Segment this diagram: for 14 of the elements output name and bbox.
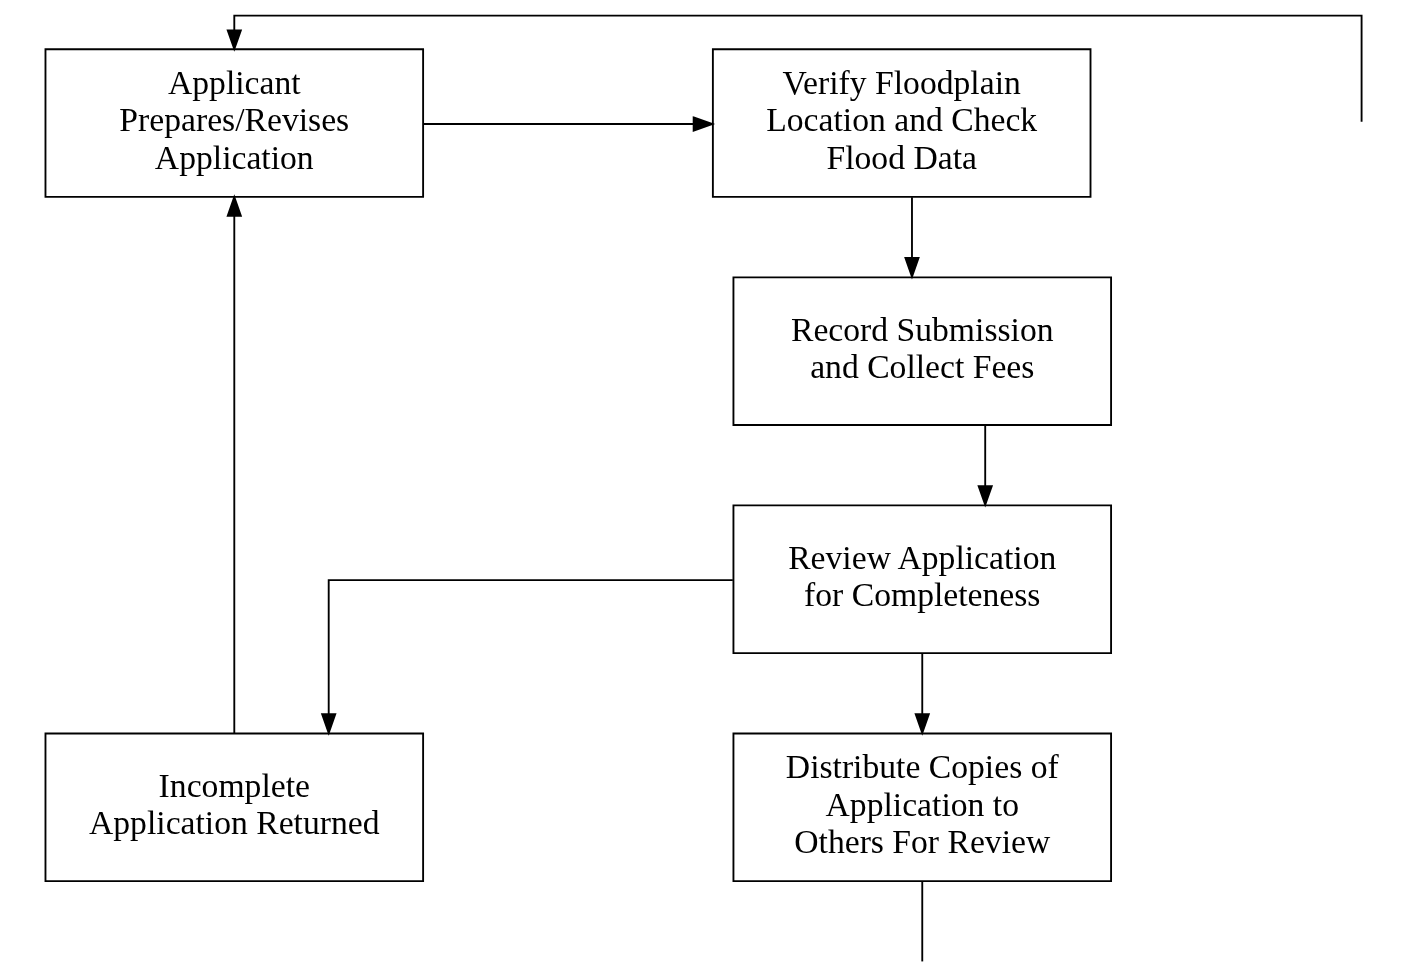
arrow [977, 424, 994, 508]
node-box: Verify Floodplain Location and Check Flood Data [711, 48, 1092, 198]
arrow [914, 652, 931, 736]
connector [921, 880, 924, 963]
arrow [320, 579, 734, 736]
node-box: Incomplete Application Returned [44, 732, 425, 883]
node-box: Distribute Copies of Application to Others For Review [732, 732, 1112, 883]
arrow [422, 116, 716, 132]
arrow [904, 196, 920, 280]
node-box: Record Submission and Collect Fees [732, 276, 1112, 426]
arrow [226, 14, 1363, 123]
node-box: Applicant Prepares/Revises Application [44, 48, 425, 198]
node-box: Review Application for Completeness [732, 504, 1112, 654]
arrow [226, 194, 243, 735]
